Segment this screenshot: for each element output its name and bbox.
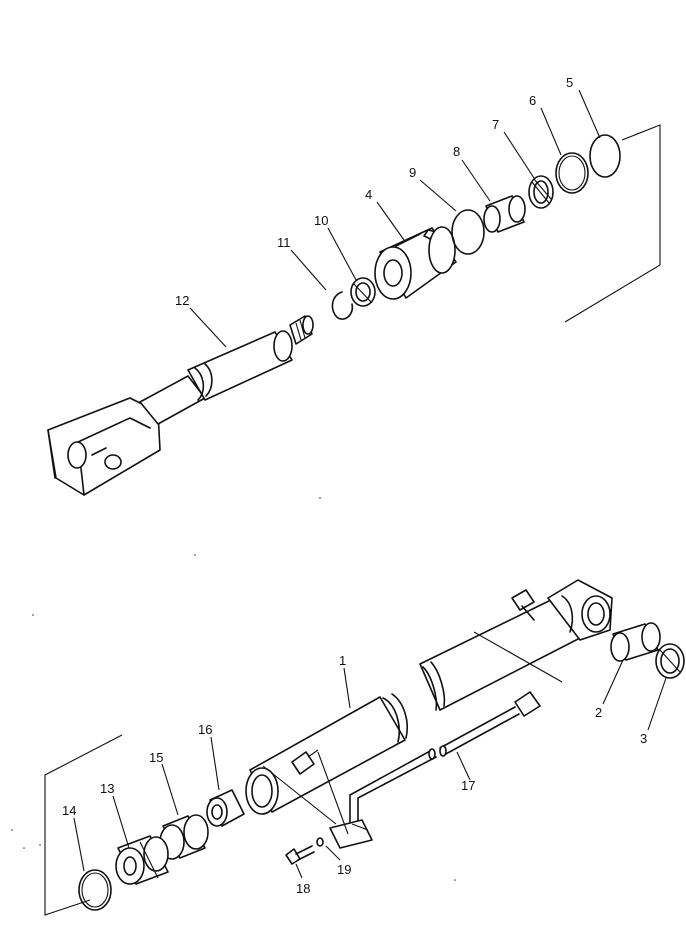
callout-6: 6 <box>529 93 536 108</box>
assembly-guide-lines <box>262 631 563 835</box>
cylinder-tube-part-1 <box>245 579 613 815</box>
lower-bracket-line <box>44 734 123 916</box>
washer-part-19 <box>316 837 324 847</box>
callout-16: 16 <box>198 722 212 737</box>
callout-leaders <box>73 89 667 879</box>
callout-12: 12 <box>175 293 189 308</box>
o-ring-part-9 <box>451 209 485 255</box>
callout-9: 9 <box>409 165 416 180</box>
callout-7: 7 <box>492 117 499 132</box>
backup-ring-part-6 <box>555 152 589 194</box>
callout-5: 5 <box>566 75 573 90</box>
snap-ring-part-11 <box>331 291 354 320</box>
pipe-part-17 <box>329 691 541 849</box>
callout-numbers: 5 6 7 8 9 4 10 11 12 1 2 3 16 15 13 14 1… <box>62 75 647 896</box>
callout-2: 2 <box>595 705 602 720</box>
gland-part-4 <box>374 226 457 300</box>
bushing-part-2 <box>610 622 661 662</box>
bolt-part-18 <box>285 845 315 865</box>
collar-part-8 <box>483 195 526 233</box>
callout-3: 3 <box>640 731 647 746</box>
packing-part-7 <box>528 175 554 209</box>
piston-part-13 <box>115 835 169 885</box>
ring-part-14 <box>78 869 112 911</box>
callout-14: 14 <box>62 803 76 818</box>
callout-4: 4 <box>365 187 372 202</box>
upper-bracket-line <box>564 124 661 323</box>
callout-17: 17 <box>461 778 475 793</box>
callout-11: 11 <box>277 235 291 250</box>
callout-10: 10 <box>314 213 328 228</box>
o-ring-part-5 <box>589 134 621 178</box>
callout-8: 8 <box>453 144 460 159</box>
callout-15: 15 <box>149 750 163 765</box>
dust-seal-part-3 <box>655 643 685 679</box>
callout-19: 19 <box>337 862 351 877</box>
wear-ring-part-16 <box>206 789 245 827</box>
bushing-part-10 <box>350 277 376 307</box>
scan-specks <box>11 497 456 881</box>
callout-13: 13 <box>100 781 114 796</box>
callout-18: 18 <box>296 881 310 896</box>
callout-1: 1 <box>339 653 346 668</box>
piston-rod-part-12 <box>47 315 314 496</box>
